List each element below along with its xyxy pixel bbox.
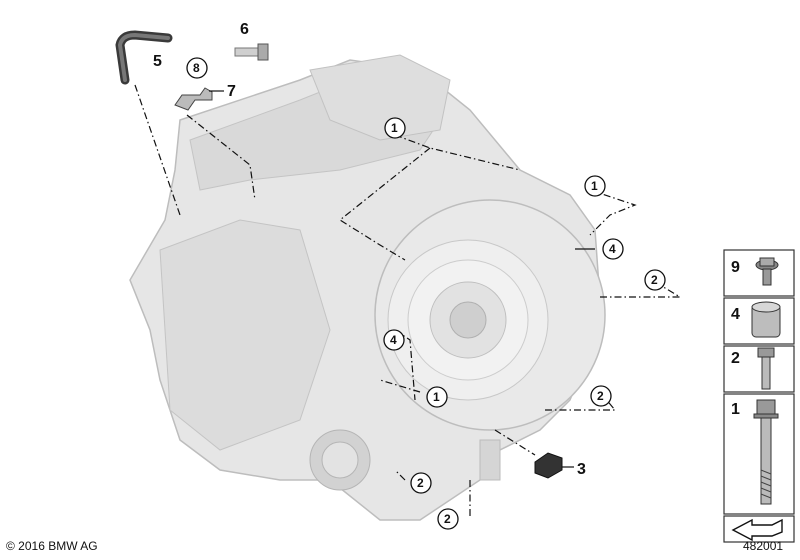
leader-lines bbox=[134, 84, 683, 518]
svg-text:8: 8 bbox=[193, 61, 200, 75]
callout-5: 5 bbox=[153, 53, 162, 70]
transmission-housing bbox=[129, 54, 606, 521]
circled-callout-8: 8 bbox=[186, 57, 208, 79]
circled-callout-1c: 1 bbox=[426, 386, 448, 408]
diagram-id: 482001 bbox=[743, 539, 784, 553]
arrow-icon bbox=[731, 518, 783, 542]
parts-side-panel: 9 4 2 1 bbox=[723, 249, 795, 543]
callout-7: 7 bbox=[227, 83, 236, 100]
panel-number-1: 1 bbox=[731, 401, 740, 418]
flange-bolt-icon bbox=[755, 257, 779, 286]
circled-callout-2b: 2 bbox=[590, 385, 612, 407]
circled-callout-2c: 2 bbox=[410, 472, 432, 494]
circled-callout-4a: 4 bbox=[602, 238, 624, 260]
svg-text:4: 4 bbox=[609, 242, 616, 256]
circled-callout-1b: 1 bbox=[584, 175, 606, 197]
svg-text:1: 1 bbox=[433, 390, 440, 404]
svg-text:2: 2 bbox=[444, 512, 451, 526]
svg-text:1: 1 bbox=[591, 179, 598, 193]
panel-number-9: 9 bbox=[731, 259, 740, 276]
bolt-part-6 bbox=[234, 43, 269, 61]
long-bolt-icon bbox=[753, 399, 779, 505]
circled-callout-4b: 4 bbox=[383, 329, 405, 351]
circled-callout-1a: 1 bbox=[384, 117, 406, 139]
callout-6: 6 bbox=[240, 21, 249, 38]
svg-text:4: 4 bbox=[390, 333, 397, 347]
dowel-sleeve-icon bbox=[751, 301, 781, 338]
part-3 bbox=[534, 452, 563, 479]
panel-number-2: 2 bbox=[731, 350, 740, 367]
copyright-text: © 2016 BMW AG bbox=[6, 539, 98, 553]
hex-bolt-icon bbox=[757, 347, 775, 390]
svg-text:2: 2 bbox=[651, 273, 658, 287]
svg-text:1: 1 bbox=[391, 121, 398, 135]
bracket-part-7 bbox=[174, 87, 213, 111]
hose-part-5 bbox=[115, 30, 173, 85]
callout-3: 3 bbox=[577, 461, 586, 478]
panel-number-4: 4 bbox=[731, 306, 740, 323]
circled-callout-2d: 2 bbox=[437, 508, 459, 530]
circled-callout-2a: 2 bbox=[644, 269, 666, 291]
svg-text:2: 2 bbox=[417, 476, 424, 490]
panel-cell-9[interactable] bbox=[723, 249, 795, 297]
svg-text:2: 2 bbox=[597, 389, 604, 403]
